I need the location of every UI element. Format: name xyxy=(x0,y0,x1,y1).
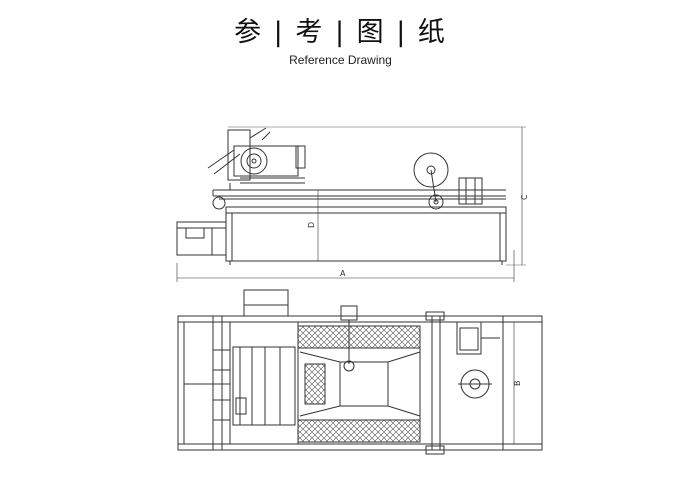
nozzle-icon xyxy=(343,360,355,372)
side-view xyxy=(176,126,526,282)
chip-box xyxy=(176,221,227,256)
drum-icon xyxy=(240,147,268,175)
motor xyxy=(458,177,483,205)
tank-body xyxy=(225,206,507,262)
chute-box xyxy=(243,289,289,317)
plan-outer-frame xyxy=(177,315,543,451)
dim-b-label: B xyxy=(513,381,522,387)
dim-d-label: D xyxy=(307,222,316,228)
filter-mesh-center xyxy=(304,363,326,405)
filter-mesh-top xyxy=(297,325,421,349)
dim-a-label: A xyxy=(340,269,346,278)
inner-housing xyxy=(232,346,296,426)
valve-box xyxy=(340,305,358,321)
top-view xyxy=(177,289,543,455)
left-roller xyxy=(212,196,226,210)
paper-roll xyxy=(413,152,449,188)
dim-c-label: C xyxy=(520,194,529,200)
page-subtitle: Reference Drawing xyxy=(289,53,392,67)
right-roller xyxy=(428,194,444,210)
page-title: 参 | 考 | 图 | 纸 xyxy=(234,17,447,48)
motor-plan xyxy=(456,321,482,355)
filter-mesh-bottom xyxy=(297,419,421,443)
